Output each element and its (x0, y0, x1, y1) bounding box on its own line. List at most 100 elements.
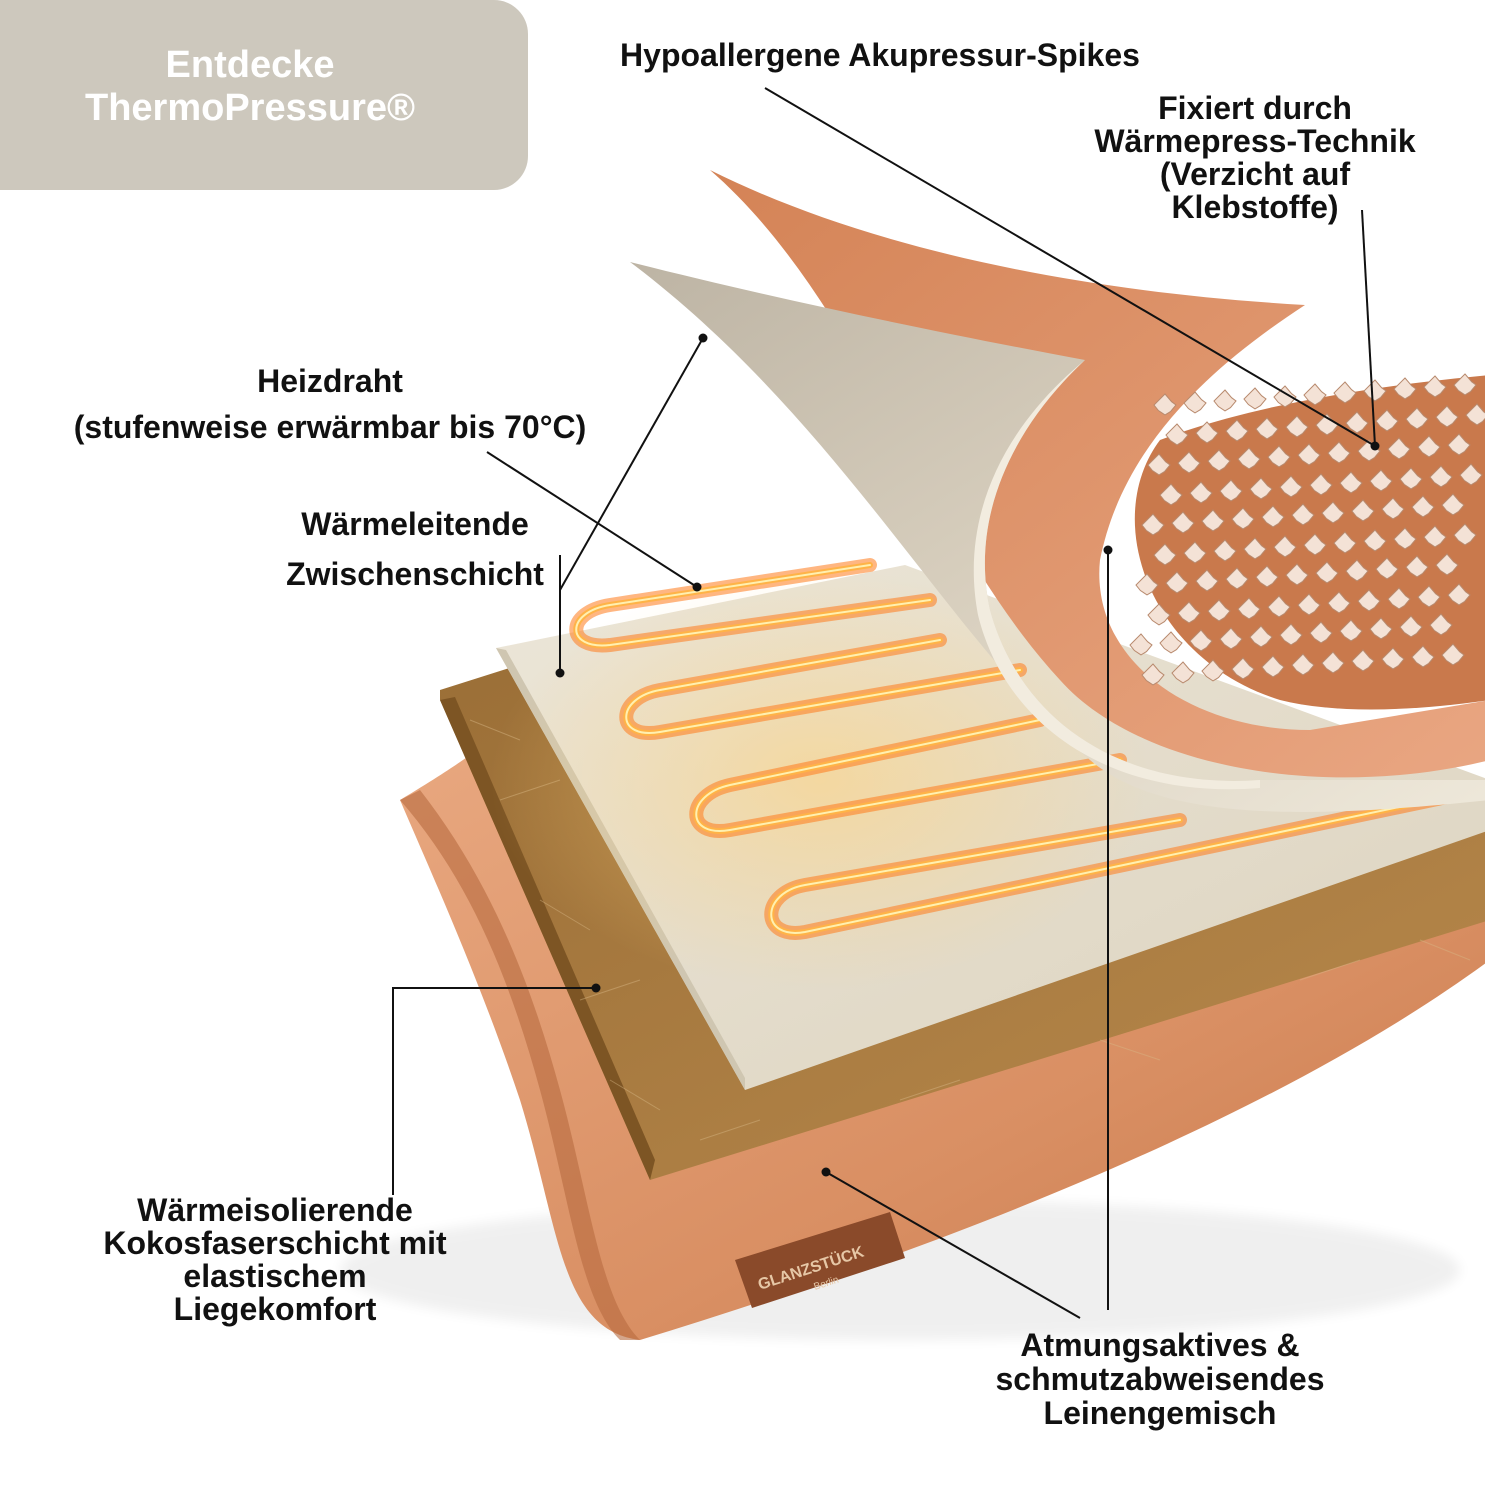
spike (1159, 483, 1183, 506)
spike (1225, 419, 1249, 442)
spike (1285, 415, 1309, 438)
spike (1345, 411, 1369, 434)
spike (1297, 443, 1321, 466)
spike (1249, 625, 1273, 648)
spike (1219, 479, 1243, 502)
spike (1243, 387, 1267, 410)
spike (1279, 475, 1303, 498)
spike (1405, 407, 1429, 430)
spike (1261, 505, 1285, 528)
spike-pattern (1129, 373, 1485, 686)
spike (1327, 441, 1351, 464)
spike (1339, 471, 1363, 494)
spike (1231, 657, 1255, 680)
spike (1207, 449, 1231, 472)
label-kokos-line-3: elastischem (183, 1258, 367, 1294)
label-fixiert-line-4: Klebstoffe) (1171, 189, 1339, 225)
spike (1381, 647, 1405, 670)
spike (1345, 559, 1369, 582)
title-badge: Entdecke ThermoPressure® (0, 0, 528, 190)
spike (1165, 423, 1189, 446)
heating-wire (569, 558, 1485, 940)
label-kokos-line-1: Wärmeisolierende (137, 1192, 413, 1228)
title-line-1: Entdecke (165, 44, 335, 86)
spike (1327, 591, 1351, 614)
spike (1285, 563, 1309, 586)
spike (1165, 571, 1189, 594)
spike (1201, 509, 1225, 532)
label-zwischenschicht-line-1: Wärmeleitende (301, 506, 529, 542)
spike (1423, 375, 1447, 398)
spike (1213, 539, 1237, 562)
spike (1435, 553, 1459, 576)
spike (1351, 649, 1375, 672)
spike (1303, 383, 1327, 406)
label-fixiert-line-1: Fixiert durch (1158, 90, 1352, 126)
spike (1249, 477, 1273, 500)
spike (1309, 473, 1333, 496)
label-kokos-line-4: Liegekomfort (173, 1291, 377, 1327)
spike (1255, 565, 1279, 588)
spike (1201, 659, 1225, 682)
spike (1135, 573, 1159, 596)
spike (1273, 535, 1297, 558)
spike (1315, 561, 1339, 584)
spike (1435, 405, 1459, 428)
spike (1405, 555, 1429, 578)
spike (1375, 557, 1399, 580)
spike (1153, 393, 1177, 416)
spike (1195, 421, 1219, 444)
label-zwischenschicht: Wärmeleitende Zwischenschicht (250, 499, 580, 599)
spike (1141, 513, 1165, 536)
spike (1399, 615, 1423, 638)
spike (1195, 569, 1219, 592)
spike (1231, 507, 1255, 530)
label-fixiert-line-2: Wärmepress-Technik (1094, 123, 1416, 159)
spike (1417, 585, 1441, 608)
spike (1375, 409, 1399, 432)
spike (1393, 527, 1417, 550)
spike (1183, 391, 1207, 414)
spike (1387, 437, 1411, 460)
spike (1291, 503, 1315, 526)
spike (1291, 653, 1315, 676)
spike (1279, 623, 1303, 646)
spike (1417, 435, 1441, 458)
spike (1225, 567, 1249, 590)
spike (1381, 497, 1405, 520)
label-fixiert: Fixiert durch Wärmepress-Technik (Verzic… (1060, 92, 1450, 224)
spike (1429, 465, 1453, 488)
spike (1321, 651, 1345, 674)
leader-lines (392, 87, 1376, 1319)
title-line-2: ThermoPressure® (84, 87, 415, 129)
title-badge-text: Entdecke ThermoPressure® (0, 44, 500, 130)
spike (1447, 583, 1471, 606)
spike (1333, 531, 1357, 554)
label-leinen: Atmungsaktives & schmutzabweisendes Lein… (945, 1328, 1375, 1430)
spike (1189, 481, 1213, 504)
spike (1237, 597, 1261, 620)
spike (1243, 537, 1267, 560)
spike (1267, 445, 1291, 468)
spike (1441, 493, 1465, 516)
spike (1303, 533, 1327, 556)
spike (1339, 619, 1363, 642)
label-leinen-line-1: Atmungsaktives & (1020, 1327, 1300, 1363)
spike (1369, 469, 1393, 492)
spike (1273, 385, 1297, 408)
spike (1237, 447, 1261, 470)
spike (1393, 377, 1417, 400)
label-spikes: Hypoallergene Akupressur-Spikes (560, 38, 1200, 72)
grey-interlayer-curl (630, 262, 1485, 812)
spike (1189, 629, 1213, 652)
spike (1465, 403, 1485, 426)
label-heizdraht-line-2: (stufenweise erwärmbar bis 70°C) (73, 409, 587, 445)
spike (1147, 603, 1171, 626)
spike (1411, 495, 1435, 518)
spike (1429, 613, 1453, 636)
spike (1141, 663, 1165, 686)
label-leinen-line-3: Leinengemisch (1043, 1395, 1277, 1431)
label-leinen-line-2: schmutzabweisendes (995, 1361, 1325, 1397)
spike (1219, 627, 1243, 650)
